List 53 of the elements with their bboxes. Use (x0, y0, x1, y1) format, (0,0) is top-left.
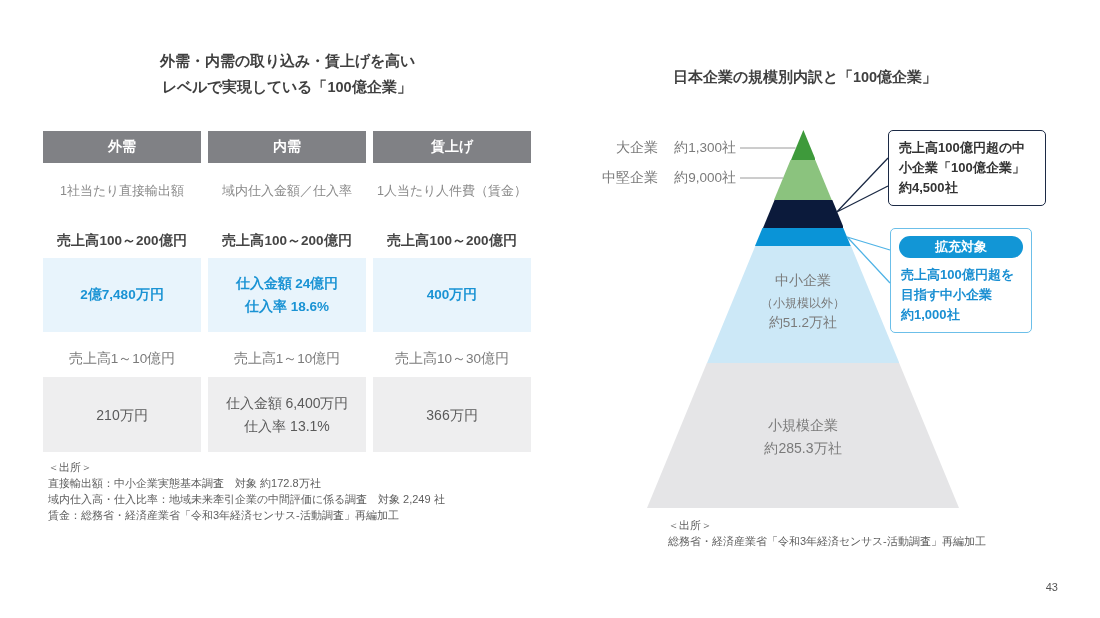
sales-range-label: 売上高100～200億円 (387, 232, 517, 250)
source-note: 賃金：総務省・経済産業省「令和3年経済センサス-活動調査」再編加工 (48, 508, 399, 522)
callout-text: 売上高100億円超の中小企業「100億企業」 (899, 139, 1026, 177)
callout-pointer (846, 236, 891, 284)
section-heading: 外需・内需の取り込み・賃上げを高いレベルで実現している「100億企業」 (158, 52, 416, 97)
callout-text: 約4,500社 (899, 179, 959, 197)
page-number: 43 (1045, 581, 1058, 593)
source-note: ＜出所＞ (48, 460, 92, 474)
cell-value: 仕入金額 24億円 (235, 274, 339, 293)
source-note: ＜出所＞ (668, 518, 712, 532)
cell-value: 仕入率 18.6% (245, 297, 329, 316)
sales-range-label: 売上高100～200億円 (57, 232, 187, 250)
pyramid-layer (706, 246, 900, 363)
metric-description: 1人当たり人件費（賃金） (377, 183, 527, 200)
layer-label: （小規模以外） (761, 296, 845, 311)
cell-value: 210万円 (96, 405, 148, 424)
sales-range-label: 売上高10～30億円 (395, 350, 509, 368)
pyramid-layer (755, 228, 851, 246)
cell-value: 366万円 (426, 405, 478, 424)
layer-label: 約285.3万社 (764, 439, 842, 457)
layer-label: 中小企業 (775, 272, 831, 290)
pyramid-layer (647, 363, 959, 508)
column-header: 外需 (43, 131, 201, 163)
cell-value: 2億7,480万円 (80, 286, 164, 304)
callout-box (890, 228, 1032, 333)
callout-box (888, 130, 1046, 206)
layer-label: 約51.2万社 (768, 314, 838, 332)
layer-label: 小規模企業 (768, 416, 838, 434)
callout-text: 売上高100億円超を目指す中小企業 (901, 266, 1015, 304)
cell-value: 仕入率 13.1% (244, 417, 330, 435)
sales-range-label: 売上高1～10億円 (68, 350, 176, 368)
column-header: 賃上げ (373, 131, 531, 163)
callout-pointer (836, 157, 889, 213)
pyramid-layer (790, 130, 816, 160)
pyramid-layer (762, 200, 844, 228)
cell-value: 仕入金額 6,400万円 (225, 394, 349, 412)
cell-value: 400万円 (426, 286, 478, 304)
company-size-label: 中堅企業 約9,000社 (602, 169, 736, 187)
company-size-label: 大企業 約1,300社 (616, 139, 736, 157)
column-header: 内需 (208, 131, 366, 163)
metric-description: 1社当たり直接輸出額 (60, 183, 184, 200)
sales-range-label: 売上高1～10億円 (233, 350, 341, 368)
target-tag: 拡充対象 (899, 236, 1023, 258)
section-heading: 日本企業の規模別内訳と「100億企業」 (671, 68, 939, 87)
source-note: 域内仕入高・仕入比率：地域未来牽引企業の中間評価に係る調査 対象 2,249 社 (48, 492, 445, 506)
sales-range-label: 売上高100～200億円 (222, 232, 352, 250)
callout-text: 約1,000社 (901, 306, 961, 324)
leader-line (739, 177, 784, 179)
source-note: 直接輸出額：中小企業実態基本調査 対象 約172.8万社 (48, 476, 321, 490)
pyramid-layer (774, 160, 832, 200)
leader-line (739, 147, 797, 149)
source-note: 総務省・経済産業省「令和3年経済センサス-活動調査」再編加工 (668, 534, 986, 548)
metric-description: 域内仕入金額／仕入率 (222, 183, 352, 200)
